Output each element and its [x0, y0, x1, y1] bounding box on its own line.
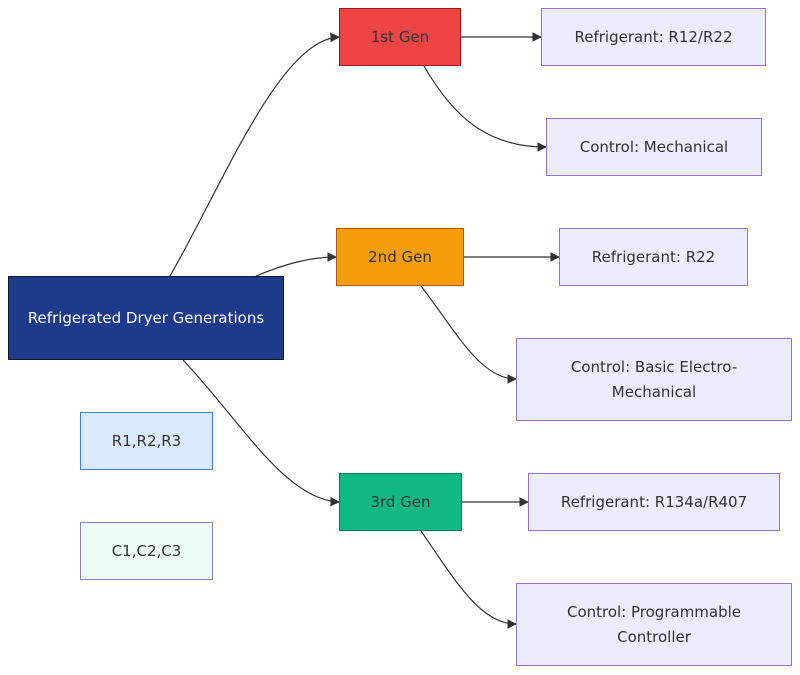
node-refrigerant-gen1[interactable]: Refrigerant: R12/R22	[541, 8, 766, 66]
edge-gen2-c2	[420, 285, 517, 384]
class-control-label: C1,C2,C3	[111, 541, 182, 560]
node-refrigerant-gen3[interactable]: Refrigerant: R134a/R407	[528, 473, 780, 531]
node-control-gen2-label: Control: Basic Electro-Mechanical	[570, 357, 738, 401]
node-gen1-label: 1st Gen	[370, 27, 430, 46]
node-gen2[interactable]: 2nd Gen	[336, 228, 464, 286]
class-refrigerant-label: R1,R2,R3	[111, 431, 182, 450]
node-control-gen3-label: Control: Programmable Controller	[566, 602, 742, 646]
node-root-label: Refrigerated Dryer Generations	[27, 308, 265, 327]
class-control-box[interactable]: C1,C2,C3	[80, 522, 213, 580]
edge-root-gen3	[182, 359, 340, 507]
node-gen3[interactable]: 3rd Gen	[339, 473, 462, 531]
edge-root-gen2	[255, 252, 337, 277]
node-root[interactable]: Refrigerated Dryer Generations	[8, 276, 284, 360]
edge-root-gen1	[169, 32, 340, 277]
node-control-gen2[interactable]: Control: Basic Electro-Mechanical	[516, 338, 792, 421]
node-control-gen1-label: Control: Mechanical	[579, 137, 729, 156]
node-gen2-label: 2nd Gen	[368, 247, 432, 266]
edge-gen1-c1	[423, 65, 547, 152]
class-refrigerant-box[interactable]: R1,R2,R3	[80, 412, 213, 470]
node-refrigerant-gen2[interactable]: Refrigerant: R22	[559, 228, 748, 286]
node-control-gen1[interactable]: Control: Mechanical	[546, 118, 762, 176]
node-gen1[interactable]: 1st Gen	[339, 8, 461, 66]
edge-gen3-c3	[420, 530, 517, 629]
node-gen3-label: 3rd Gen	[370, 492, 431, 511]
node-refrigerant-gen3-label: Refrigerant: R134a/R407	[560, 492, 748, 511]
node-refrigerant-gen1-label: Refrigerant: R12/R22	[574, 27, 733, 46]
node-refrigerant-gen2-label: Refrigerant: R22	[591, 247, 716, 266]
node-control-gen3[interactable]: Control: Programmable Controller	[516, 583, 792, 666]
